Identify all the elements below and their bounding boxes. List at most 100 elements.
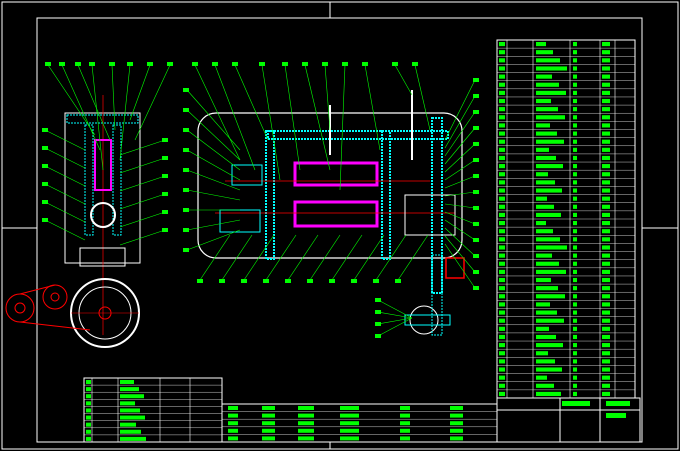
part-balloon <box>285 279 291 283</box>
pulley-mid-hub <box>50 292 60 302</box>
parts-list-cell-mark <box>536 294 565 299</box>
parts-list-cell-mark <box>536 391 561 396</box>
part-balloon <box>192 62 198 66</box>
parts-list-cell-mark <box>602 58 610 63</box>
parts-list-cell-mark <box>536 318 564 323</box>
bottom-table-cell-mark <box>120 436 146 441</box>
parts-list-cell-mark <box>536 164 563 169</box>
leader-line <box>444 211 476 225</box>
part-balloon <box>183 168 189 172</box>
parts-list-cell-mark <box>573 212 577 217</box>
bottom-table-cell-mark <box>228 421 238 426</box>
parts-list-cell-mark <box>536 310 557 315</box>
part-balloon <box>183 208 189 212</box>
parts-list-cell-mark <box>536 66 567 71</box>
parts-list-cell-mark <box>499 383 505 388</box>
drawing-title-mark <box>562 401 590 406</box>
parts-list-cell-mark <box>536 277 551 283</box>
parts-list-cell-mark <box>602 82 610 87</box>
part-balloon <box>42 146 48 150</box>
parts-list-cell-mark <box>602 343 610 348</box>
parts-list-cell-mark <box>536 229 553 234</box>
leader-line <box>186 189 241 201</box>
leader-line <box>186 109 241 161</box>
parts-list-cell-mark <box>499 139 505 144</box>
part-balloon <box>42 164 48 168</box>
parts-list-cell-mark <box>602 212 610 217</box>
parts-list-cell-mark <box>602 74 610 79</box>
parts-list-cell-mark <box>499 58 505 63</box>
leader-line <box>324 64 331 131</box>
parts-list-cell-mark <box>573 229 577 234</box>
bottom-table-cell-mark <box>86 436 91 441</box>
parts-list-cell-mark <box>499 123 505 128</box>
left-bearing-upper <box>231 164 263 186</box>
part-balloon <box>232 62 238 66</box>
bottom-table-cell-mark <box>86 387 91 392</box>
leader-line <box>111 64 116 131</box>
part-balloon <box>392 62 398 66</box>
leader-line <box>44 201 86 223</box>
parts-list-cell-mark <box>573 188 577 193</box>
leader-line <box>234 64 269 141</box>
parts-list-cell-mark <box>536 42 546 47</box>
parts-list-cell-mark <box>499 196 505 201</box>
part-balloon <box>162 138 168 142</box>
parts-list-cell-mark <box>573 66 577 71</box>
parts-list-cell-mark <box>499 261 505 266</box>
leader-line <box>186 89 241 151</box>
leader-line <box>339 64 346 191</box>
parts-list-cell-mark <box>536 237 560 242</box>
parts-list-cell-mark <box>536 204 554 209</box>
leader-line <box>119 229 166 246</box>
parts-list-cell-mark <box>499 359 505 364</box>
part-balloon <box>219 279 225 283</box>
parts-list-cell-mark <box>602 50 610 55</box>
parts-list-cell-mark <box>499 310 505 315</box>
bottom-table-cell-mark <box>400 428 410 433</box>
leader-line <box>119 157 166 174</box>
parts-list-cell-mark <box>536 367 562 372</box>
parts-list-cell-mark <box>536 131 557 136</box>
upper-roller <box>293 161 379 187</box>
parts-list-cell-mark <box>573 82 577 87</box>
part-balloon <box>362 62 368 66</box>
leader-line <box>44 147 86 169</box>
parts-list-cell-mark <box>602 221 610 226</box>
parts-list-cell-mark <box>536 269 566 274</box>
parts-list-cell-mark <box>602 326 610 331</box>
leader-line <box>444 219 476 241</box>
parts-list-cell-mark <box>602 229 610 234</box>
parts-list-cell-mark <box>602 180 610 185</box>
leader-line <box>44 165 86 187</box>
side-view-gear <box>90 202 116 228</box>
part-balloon <box>375 310 381 314</box>
leader-line <box>119 175 166 192</box>
bottom-table-cell-mark <box>262 428 275 433</box>
parts-list-cell-mark <box>602 188 610 193</box>
parts-list-cell-mark <box>536 302 550 307</box>
top-beam <box>267 130 449 140</box>
bottom-table-cell-mark <box>262 413 275 418</box>
bottom-table-cell-mark <box>340 421 359 426</box>
parts-list-cell-mark <box>602 237 610 242</box>
parts-list-cell-mark <box>573 375 577 380</box>
part-balloon <box>45 62 51 66</box>
part-balloon <box>183 248 189 252</box>
parts-list-cell-mark <box>573 74 577 79</box>
parts-list-cell-mark <box>573 351 577 356</box>
parts-list-cell-mark <box>536 50 553 55</box>
parts-list-cell-mark <box>573 98 577 104</box>
bottom-table-cell-mark <box>86 408 91 413</box>
parts-list-cell-mark <box>573 139 577 144</box>
parts-list-cell-mark <box>499 277 505 283</box>
bottom-table-cell-mark <box>86 429 91 434</box>
part-balloon <box>259 62 265 66</box>
parts-list-cell-mark <box>536 343 563 348</box>
parts-list-cell-mark <box>602 383 610 388</box>
bottom-table-cell-mark <box>400 421 410 426</box>
parts-list-cell-mark <box>602 131 610 136</box>
parts-list-cell-mark <box>573 147 577 152</box>
part-balloon <box>183 188 189 192</box>
